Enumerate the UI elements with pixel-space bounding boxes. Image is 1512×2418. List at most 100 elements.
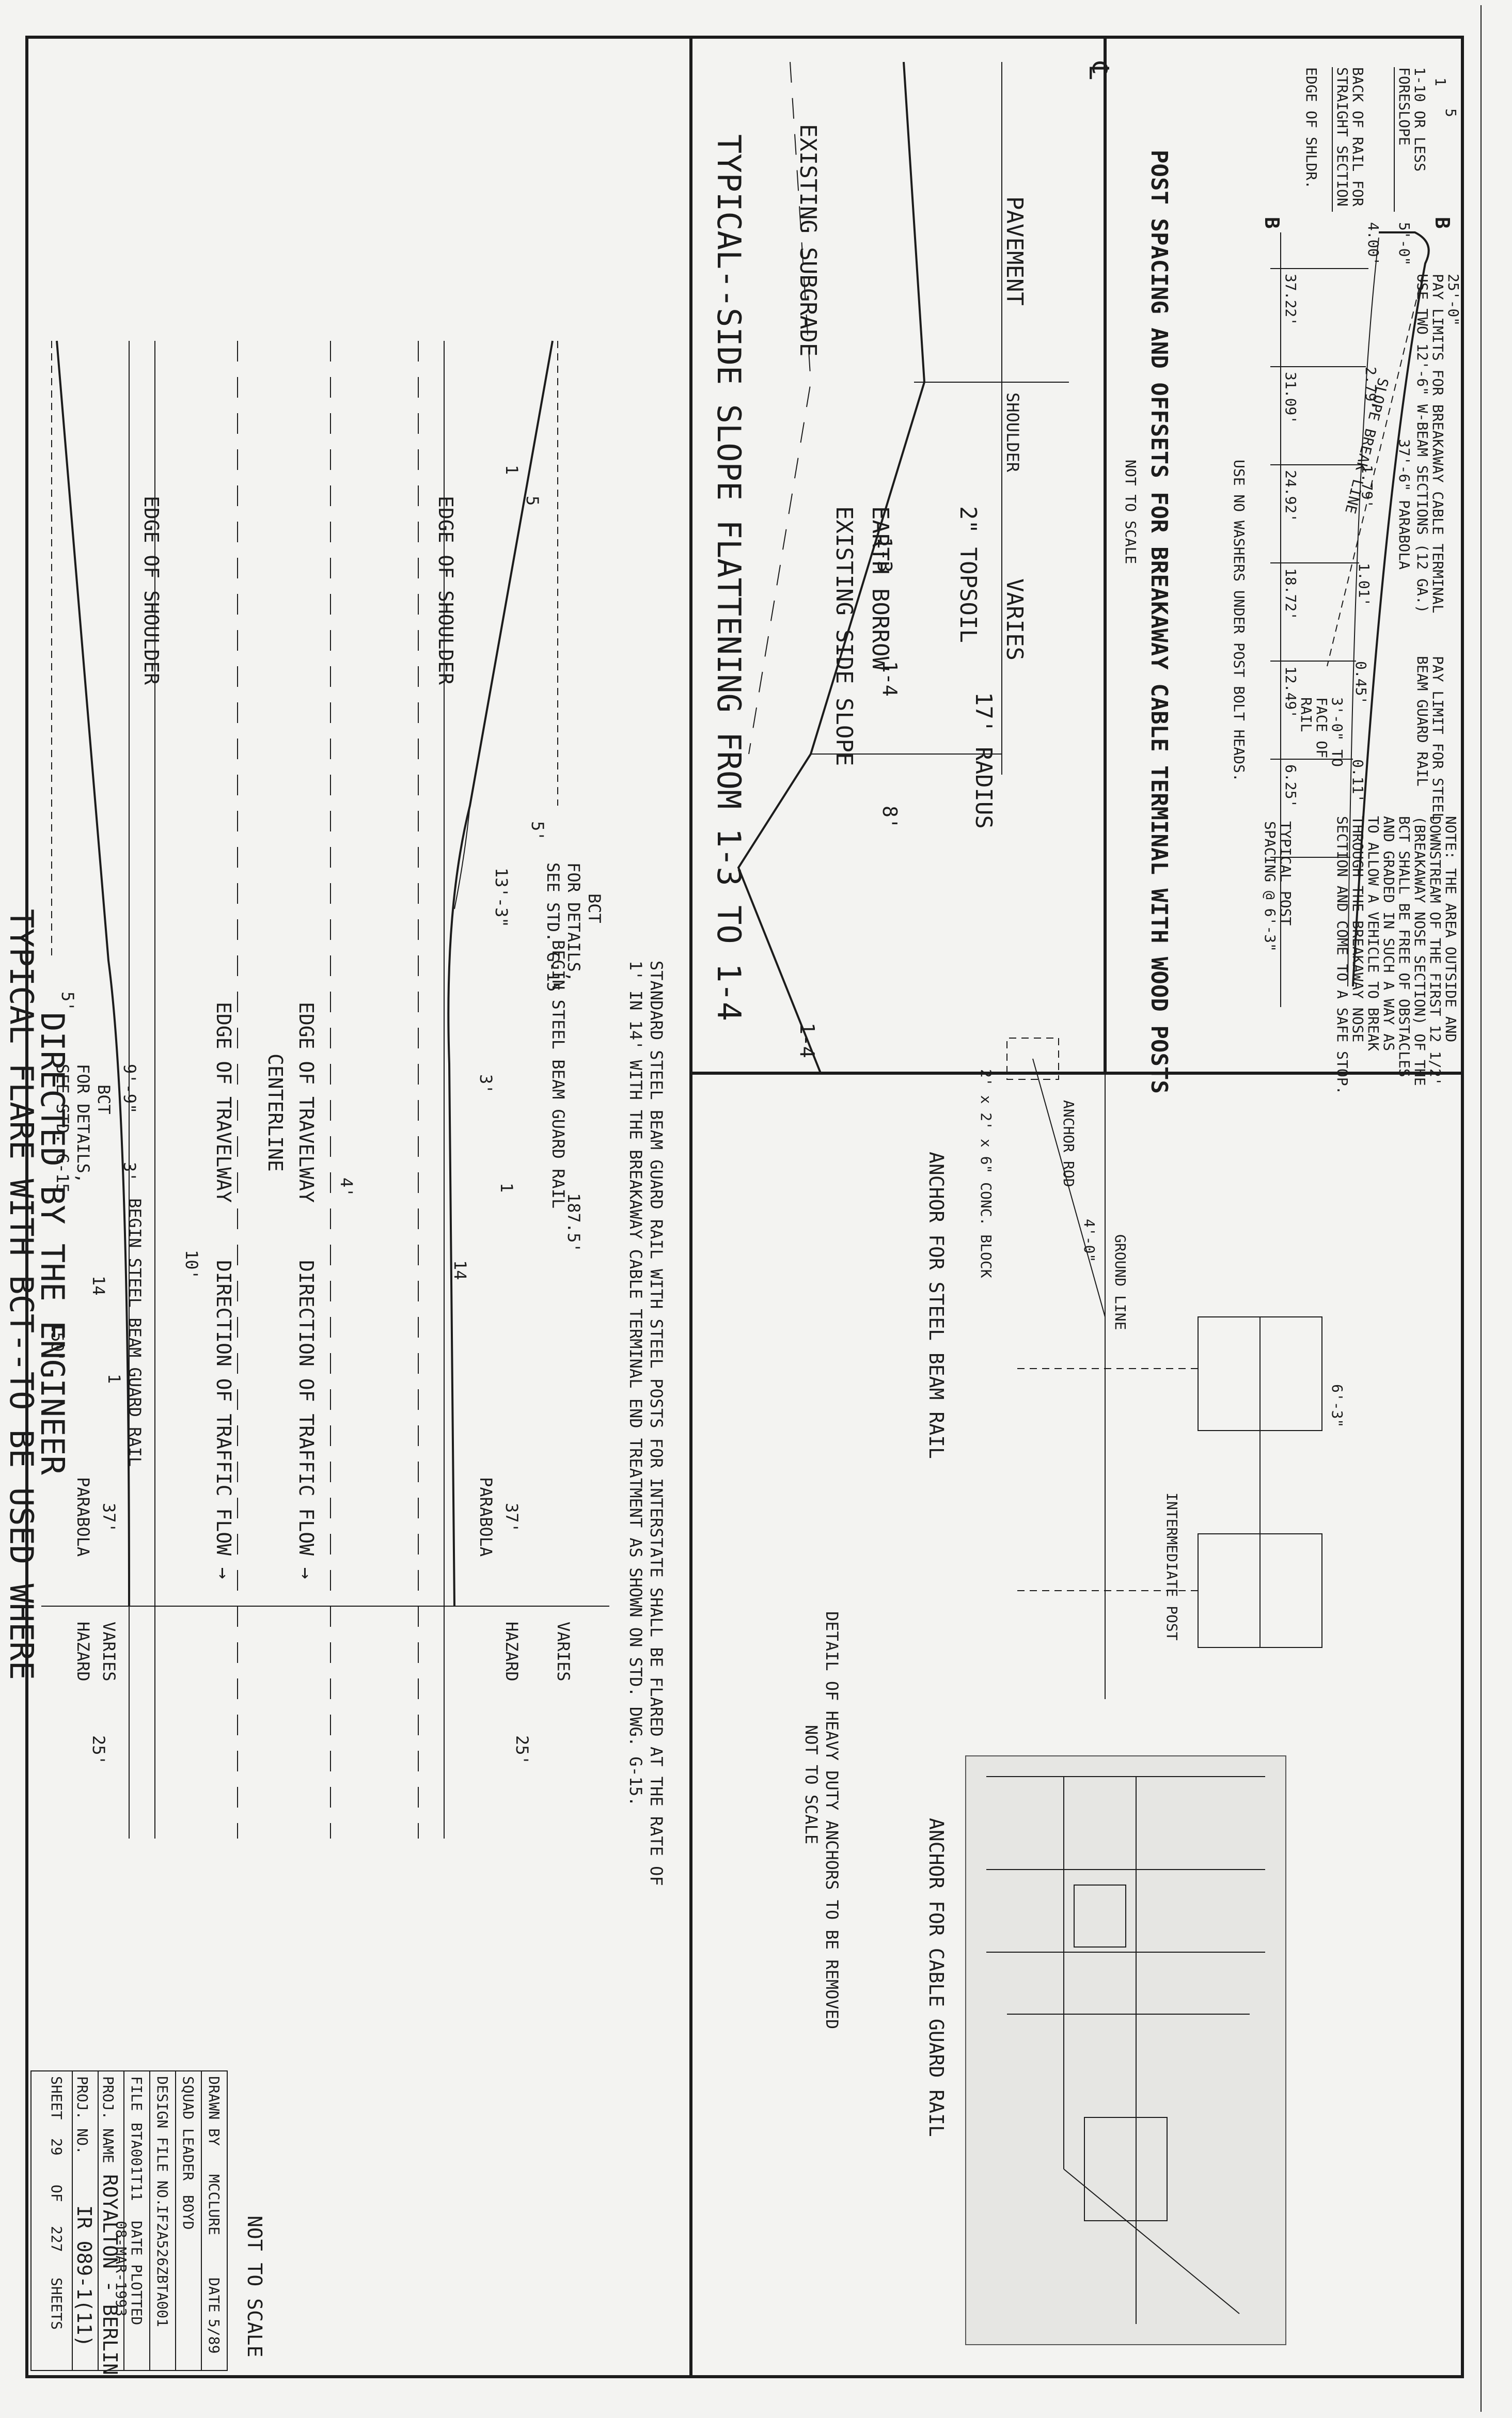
anchor-cable-panel: ANCHOR FOR CABLE GUARD RAIL — [925, 1755, 1286, 2345]
pay-limit-steel-1: PAY LIMIT FOR STEEL — [1429, 656, 1446, 821]
dim-14b: 14 — [89, 1276, 108, 1296]
parabola-a: PARABOLA — [476, 1477, 496, 1557]
hazard-a: HAZARD — [502, 1622, 522, 1682]
drawn-by-label: DRAWN BY — [206, 2076, 223, 2146]
total-sheets: 227 — [48, 2226, 65, 2252]
pay-limits-bct-1: PAY LIMITS FOR BREAKAWAY CABLE TERMINAL — [1429, 274, 1446, 613]
section-b-bottom: B — [1261, 217, 1283, 229]
left-legend: 1 5 1-10 OR LESS FORESLOPE BACK OF RAIL … — [1303, 67, 1459, 212]
pay-limit-steel-2: BEAM GUARD RAIL — [1414, 656, 1431, 787]
note-line: TO ALLOW A VEHICLE TO BREAK — [1365, 816, 1382, 1051]
bct-rail-curve — [1352, 231, 1430, 987]
typical-post-1: TYPICAL POST — [1277, 821, 1294, 925]
distance-label: 12.49' — [1282, 666, 1299, 718]
dim-4-0: 4'-0" — [1081, 1219, 1098, 1262]
pavement-label: PAVEMENT — [1001, 196, 1028, 306]
anchor-cable-title: ANCHOR FOR CABLE GUARD RAIL — [925, 1818, 948, 2137]
bct-rail-back — [1347, 237, 1379, 987]
title-block: DRAWN BY MCCLURE DATE 5/89 SQUAD LEADER … — [30, 2070, 266, 2375]
parabola-label: 37'-6" PARABOLA — [1396, 439, 1413, 570]
squad-leader-label: SQUAD LEADER — [180, 2076, 197, 2180]
slope-five: 5 — [523, 496, 542, 506]
face-of-rail-2: FACE OF — [1313, 697, 1330, 758]
note-line: SECTION AND COME TO A SAFE STOP. — [1334, 816, 1351, 1094]
post-spacing-not-to-scale: NOT TO SCALE — [1122, 460, 1139, 564]
conc-block — [1006, 1038, 1059, 1080]
note-block: NOTE: THE AREA OUTSIDE AND DOWNSTREAM OF… — [1334, 816, 1459, 1094]
begin-steel-top: BEGIN STEEL BEAM GUARD RAIL — [548, 940, 568, 1208]
dim-5-0: 5'-0" — [1396, 222, 1413, 265]
heavy-duty-not-to-scale: NOT TO SCALE — [801, 1725, 821, 1844]
varies-a: VARIES — [554, 1622, 573, 1682]
title-block-frame — [30, 2070, 228, 2371]
centerline-symbol: ℄ — [1083, 61, 1114, 80]
for-details-top: FOR DETAILS, — [564, 862, 584, 982]
bct-top: BCT — [585, 893, 604, 923]
flare-title-2: DIRECTED BY THE ENGINEER — [34, 1012, 71, 1475]
offset-label: 0.11' — [1349, 759, 1366, 803]
anchor-rod-label: ANCHOR ROD — [1060, 1100, 1077, 1187]
see-std-top: SEE STD. G-15 — [543, 862, 563, 992]
pay-limits-bct-2: USE TWO 12'-6" W-BEAM SECTIONS (12 GA.) — [1414, 274, 1431, 613]
proj-no-value: IR 089-1(11) — [73, 2205, 96, 2347]
anchor-rod-line — [1032, 1058, 1106, 1317]
plotted-label: DATE PLOTTED — [128, 2221, 145, 2325]
varies-label: VARIES — [1001, 578, 1028, 661]
edge-of-travelway-top: EDGE OF TRAVELWAY — [295, 1002, 318, 1203]
post-ticks — [1270, 268, 1368, 858]
proj-name-value: ROYALTON - BERLIN — [99, 2174, 121, 2375]
bottom-guardrail — [56, 340, 130, 1607]
slope-flattening-title: TYPICAL--SIDE SLOPE FLATTENING FROM 1-3 … — [710, 134, 748, 1021]
post-spacing-title: POST SPACING AND OFFSETS FOR BREAKAWAY C… — [1146, 150, 1172, 1094]
dim-25: 25'-0" — [1445, 274, 1462, 326]
legend-line: FORESLOPE — [1396, 67, 1413, 146]
dim-25b: 25' — [89, 1735, 108, 1765]
top-guardrail — [447, 340, 554, 1607]
squad-leader-value: BOYD — [180, 2195, 197, 2229]
offset-label: 2.79' — [1362, 367, 1379, 410]
top-flare — [454, 805, 470, 909]
traffic-flow-1: DIRECTION OF TRAFFIC FLOW → — [295, 1260, 318, 1579]
radius-label: 17' RADIUS — [970, 692, 997, 829]
note-line: BCT SHALL BE FREE OF OBSTACLES — [1396, 816, 1413, 1077]
title-block-not-to-scale: NOT TO SCALE — [243, 2216, 266, 2358]
slope-break-line — [1327, 263, 1426, 667]
slope-five: 5 — [1442, 108, 1459, 117]
edge-of-travelway-bottom: EDGE OF TRAVELWAY — [212, 1002, 235, 1203]
dim-3a: 3' — [476, 1074, 496, 1094]
standard-note-1: STANDARD STEEL BEAM GUARD RAIL WITH STEE… — [647, 961, 666, 1886]
slope-1-4a: 1-4 — [878, 661, 901, 697]
typical-post-2: SPACING @ 6'-3" — [1262, 821, 1279, 952]
post-spacing-panel: POST SPACING AND OFFSETS FOR BREAKAWAY C… — [1122, 67, 1462, 1094]
existing-subgrade-label: EXISTING SUBGRADE — [795, 124, 821, 356]
dim-37a: 37' — [502, 1503, 522, 1533]
distance-labels: 37.22' 31.09' 24.92' 18.72' 12.49' 6.25' — [1282, 274, 1299, 808]
heavy-duty-title: DETAIL OF HEAVY DUTY ANCHORS TO BE REMOV… — [822, 1611, 842, 2029]
heavy-duty-panel: DETAIL OF HEAVY DUTY ANCHORS TO BE REMOV… — [801, 1611, 842, 2029]
dim-14a: 14 — [450, 1260, 470, 1280]
offset-labels: 2.79' 1.79' 1.01' 0.45' 0.11' — [1349, 367, 1379, 803]
date-value: 5/89 — [206, 2319, 223, 2353]
for-details-bottom: FOR DETAILS, — [73, 1064, 93, 1183]
dim-1a: 1 — [497, 1183, 516, 1192]
legend-line: BACK OF RAIL FOR — [1349, 67, 1366, 207]
offset-label: 0.45' — [1352, 661, 1369, 704]
of-label: OF — [48, 2185, 65, 2202]
face-of-rail-3: RAIL — [1298, 697, 1315, 732]
plotted-value: 08-MAR-1993 — [113, 2221, 130, 2316]
begin-steel-bottom: BEGIN STEEL BEAM GUARD RAIL — [125, 1198, 145, 1467]
design-file-label: DESIGN FILE NO. — [154, 2076, 171, 2207]
earth-borrow-label: EARTH BORROW — [867, 506, 893, 670]
note-line: DOWNSTREAM OF THE FIRST 12 1/2' — [1427, 816, 1444, 1086]
see-std-bottom: SEE STD. G-15 — [53, 1064, 72, 1193]
dim-3b: 3' — [120, 1162, 139, 1182]
dim-25a: 25' — [512, 1735, 532, 1765]
varies-b: VARIES — [99, 1622, 119, 1682]
parabola-b: PARABOLA — [73, 1477, 93, 1557]
dim-5b: 5' — [58, 992, 77, 1012]
slope-1-3: 1-3 — [873, 537, 896, 573]
distance-label: 18.72' — [1282, 568, 1299, 620]
distance-label: 37.22' — [1282, 274, 1299, 326]
washers-note: USE NO WASHERS UNDER POST BOLT HEADS. — [1231, 460, 1248, 782]
